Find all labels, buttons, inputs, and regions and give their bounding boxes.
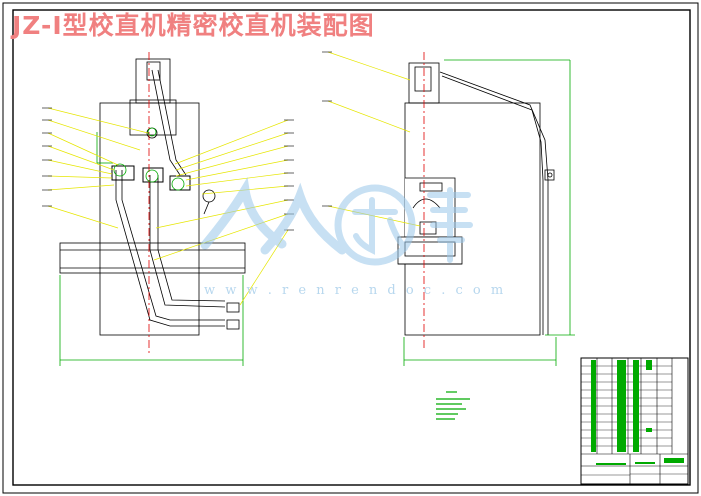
front-cylinder bbox=[135, 58, 171, 104]
side-hydraulic-pipe bbox=[439, 71, 549, 335]
title-block-rows bbox=[581, 365, 688, 476]
technical-notes-block bbox=[436, 391, 470, 420]
inner-frame bbox=[12, 9, 691, 486]
renrendoc-logo-icon bbox=[200, 177, 473, 266]
front-pressure-gauge bbox=[202, 189, 216, 203]
side-die bbox=[419, 182, 443, 192]
front-leaders bbox=[47, 107, 289, 306]
front-head-block bbox=[129, 99, 177, 136]
front-hydraulic-pipe-2 bbox=[121, 170, 225, 321]
front-fitting-top bbox=[226, 302, 240, 313]
title-block-entries bbox=[591, 360, 684, 465]
front-fitting-bottom bbox=[226, 319, 240, 330]
front-hydraulic-pipe-4 bbox=[157, 175, 226, 302]
front-base-rail bbox=[59, 242, 246, 274]
side-dimensions bbox=[403, 59, 575, 366]
watermark-url: w w w . r e n r e n d o c . c o m bbox=[204, 283, 507, 298]
front-hydraulic-pipe-3 bbox=[149, 175, 226, 308]
side-fitting bbox=[544, 169, 555, 181]
side-leader-ticks bbox=[322, 51, 332, 207]
front-hydraulic-pipe-1 bbox=[115, 170, 225, 327]
front-valve-left bbox=[111, 165, 135, 181]
front-dimensions bbox=[59, 127, 244, 366]
